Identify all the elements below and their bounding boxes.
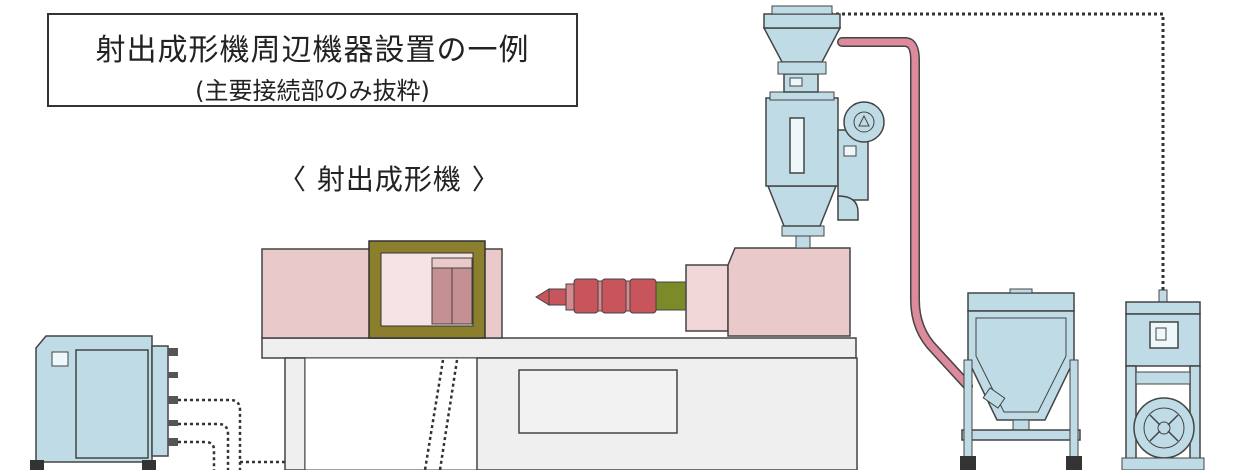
injection-unit (685, 247, 851, 337)
vacuum-blower-icon (1121, 289, 1205, 470)
injection-molding-machine-label: 〈 射出成形機 〉 (278, 163, 501, 196)
clamping-unit (261, 240, 503, 339)
material-tank-icon (960, 288, 1082, 470)
mold-temp-controller-icon (30, 335, 178, 470)
material-hose (837, 37, 973, 391)
diagram-subtitle: (主要接続部のみ抜粋) (195, 77, 430, 105)
machine-base (261, 337, 858, 470)
dryer-hopper-icon (762, 5, 885, 249)
vacuum-signal-line (818, 12, 1165, 292)
cooling-water-lines (178, 398, 285, 470)
title-box: 射出成形機周辺機器設置の一例 (主要接続部のみ抜粋) (47, 13, 578, 107)
injection-barrel (535, 278, 687, 314)
diagram-title: 射出成形機周辺機器設置の一例 (95, 33, 530, 68)
base-access-panel (518, 369, 678, 434)
